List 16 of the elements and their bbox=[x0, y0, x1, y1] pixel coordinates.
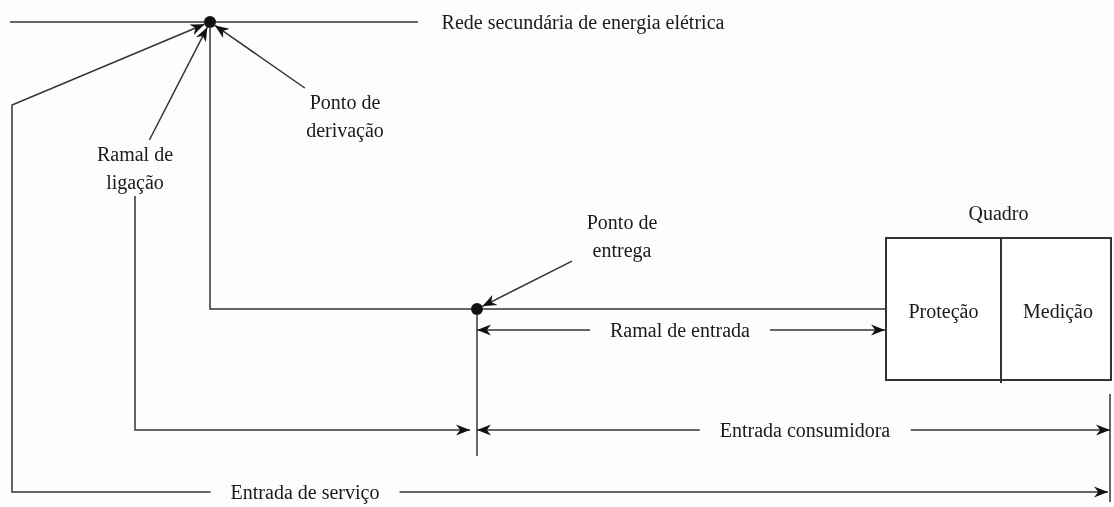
connector-line bbox=[481, 260, 573, 308]
connector-line bbox=[148, 26, 209, 141]
section-label: Proteção bbox=[908, 299, 979, 325]
connection-point bbox=[204, 16, 216, 28]
connector-line bbox=[134, 195, 471, 436]
connector-line bbox=[209, 27, 472, 310]
callout-text: Rede secundária de energia elétrica bbox=[441, 10, 725, 36]
section-label: Medição bbox=[1023, 299, 1093, 325]
connector-line bbox=[482, 308, 886, 310]
callout-text: Ramal de ligação bbox=[95, 142, 175, 196]
connector-line bbox=[215, 21, 419, 23]
callout-text: Ponto de entrega bbox=[585, 210, 659, 264]
panel-heading: Quadro bbox=[967, 201, 1030, 226]
connector-line bbox=[214, 24, 306, 89]
callout-text: Ponto de derivação bbox=[305, 90, 385, 144]
connection-point bbox=[471, 303, 483, 315]
